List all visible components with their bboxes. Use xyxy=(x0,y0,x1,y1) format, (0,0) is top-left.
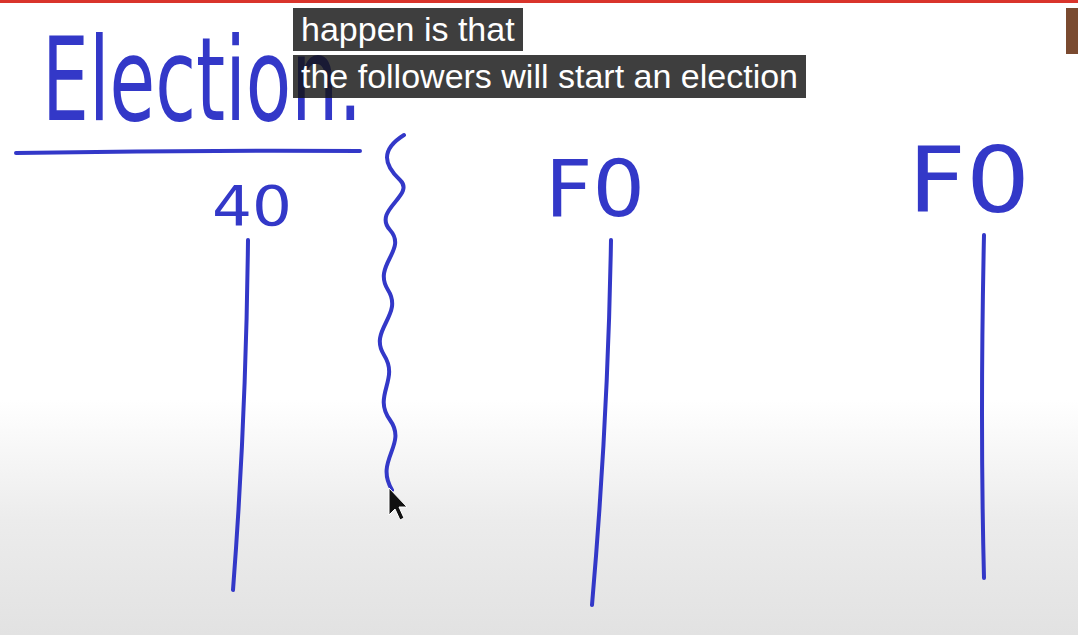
timeline xyxy=(233,240,248,590)
node-label: F0 xyxy=(545,150,645,228)
title-underline xyxy=(16,151,360,153)
timeline xyxy=(982,235,984,578)
corner-icon xyxy=(1066,8,1078,54)
subtitle-line: happen is that xyxy=(293,8,523,51)
subtitle-line: the followers will start an election xyxy=(293,55,806,98)
node-label: F0 xyxy=(908,135,1030,225)
top-border xyxy=(0,0,1078,3)
wavy-timeline xyxy=(380,135,404,490)
mouse-cursor xyxy=(389,488,407,520)
node-label: 40 xyxy=(212,178,292,233)
timeline xyxy=(592,240,611,605)
